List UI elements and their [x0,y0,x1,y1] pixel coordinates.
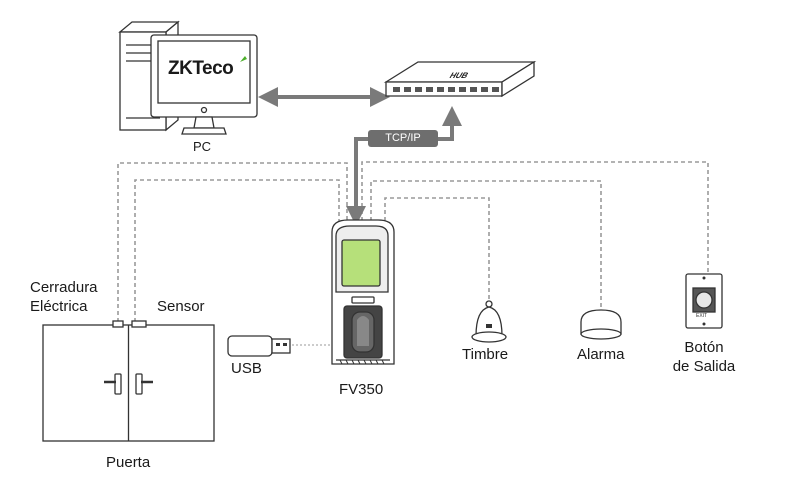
lock-label-line1: Cerradura [30,279,98,296]
logo-text: ZKTeco [168,58,234,79]
door-label: Puerta [106,454,151,471]
pc-monitor [150,34,258,135]
alarm-label: Alarma [577,346,625,363]
exit-label-line2: de Salida [672,358,736,375]
wire-lock [117,162,348,322]
device-label: FV350 [339,381,384,398]
lock-label-line2: Eléctrica [30,298,88,315]
exit-label-line1: Botón [684,339,724,356]
door [42,320,215,442]
exit-plate-text: EXIT [696,313,708,319]
pc-label: PC [193,139,212,154]
network-arrows [258,87,462,226]
wire-sensor [134,179,340,322]
network-hub [383,60,537,98]
exit-button [685,273,723,329]
fv350-device [331,219,395,365]
bell-label: Timbre [462,346,509,363]
sensor-label: Sensor [157,298,205,315]
wire-exit-button [361,161,709,272]
usb-drive [227,335,291,357]
alarm [580,309,622,340]
tcpip-label: TCP/IP [385,132,421,144]
bell [471,300,507,343]
usb-label: USB [231,360,262,377]
wire-alarm [370,180,602,308]
wire-bell [384,197,490,302]
tcpip-label-box [368,130,438,147]
